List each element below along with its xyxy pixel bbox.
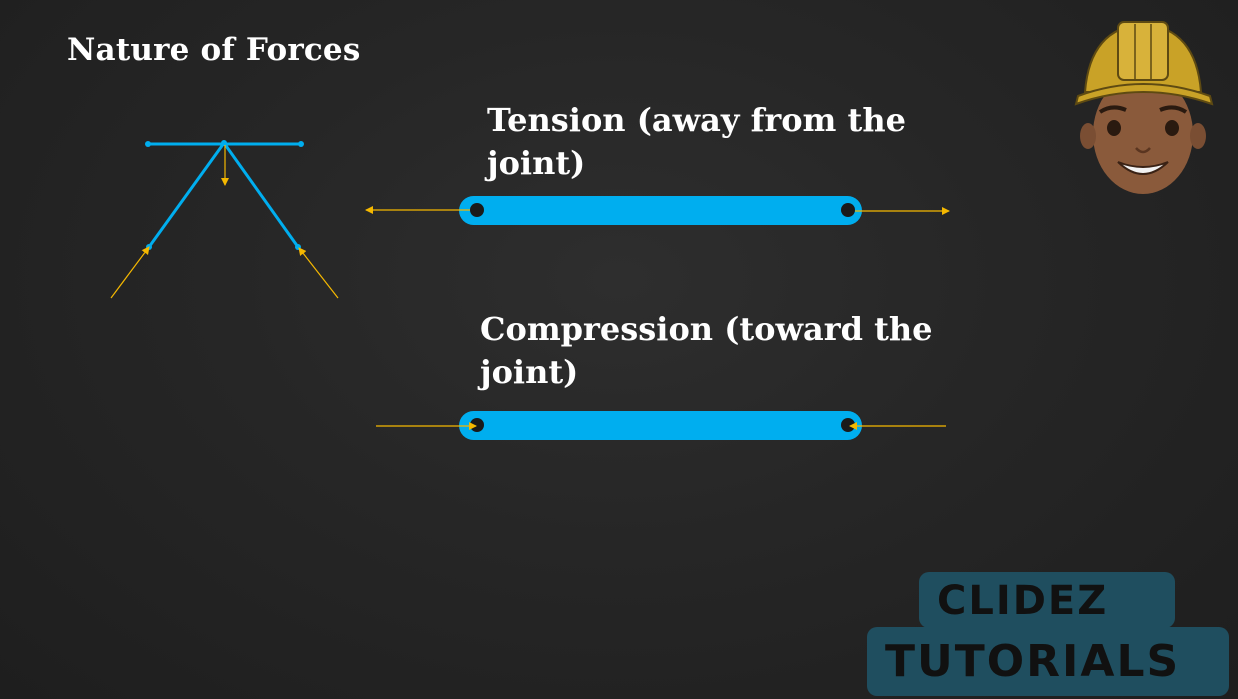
force-arrow-bottom-left bbox=[110, 246, 150, 299]
brand-line-tutorials: TUTORIALS bbox=[885, 636, 1181, 687]
compression-member-diagram bbox=[376, 411, 946, 440]
tension-pin-right bbox=[841, 203, 855, 217]
tension-member-bar bbox=[459, 196, 862, 225]
compression-member-bar bbox=[459, 411, 862, 440]
brand-logo: CLIDEZ TUTORIALS bbox=[867, 572, 1229, 696]
brand-box-top bbox=[919, 572, 1175, 628]
truss-joint-diagram bbox=[110, 140, 339, 299]
brand-box-bottom bbox=[867, 627, 1229, 696]
engineer-mascot-icon bbox=[1074, 21, 1214, 194]
truss-node-right bbox=[298, 141, 304, 147]
slide-title: Nature of Forces bbox=[67, 32, 361, 68]
truss-right-member bbox=[222, 142, 300, 248]
tension-member-diagram bbox=[365, 196, 950, 225]
brand-line-clidez: CLIDEZ bbox=[937, 578, 1109, 624]
truss-node-apex bbox=[221, 140, 227, 146]
truss-node-left bbox=[145, 141, 151, 147]
compression-pin-right bbox=[841, 418, 855, 432]
compression-label: Compression (toward the joint) bbox=[480, 310, 933, 391]
compression-pin-left bbox=[470, 418, 484, 432]
tension-pin-left bbox=[470, 203, 484, 217]
tension-label: Tension (away from the joint) bbox=[487, 101, 906, 182]
force-arrow-bottom-right bbox=[298, 247, 339, 299]
truss-left-member bbox=[147, 142, 226, 248]
